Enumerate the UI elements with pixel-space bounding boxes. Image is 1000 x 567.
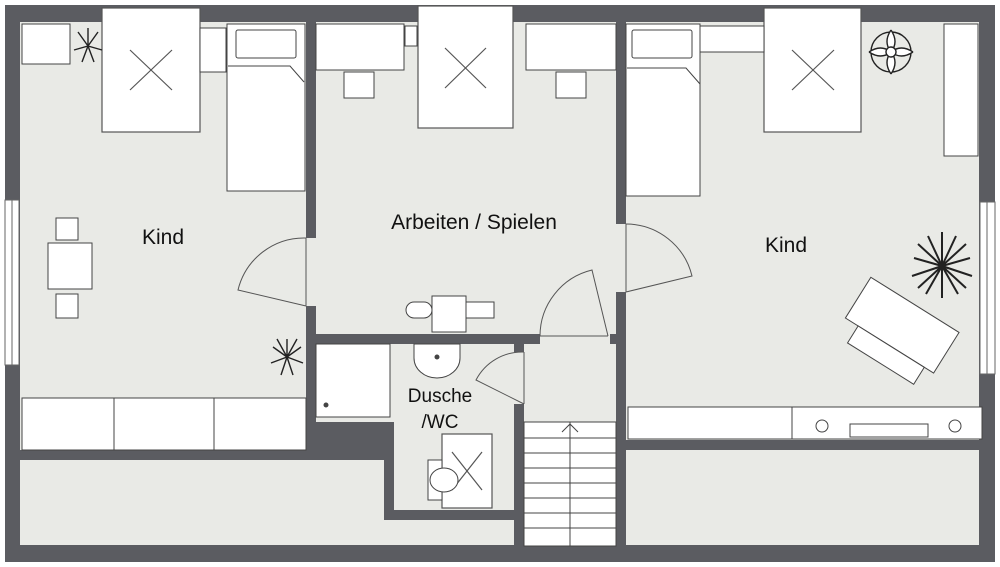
shelf-middle xyxy=(404,25,418,47)
chair-icon xyxy=(555,71,587,99)
table-icon xyxy=(47,217,93,319)
furniture-right xyxy=(625,23,983,440)
room-label-kind-left: Kind xyxy=(142,226,184,249)
opening-left-door xyxy=(304,238,318,306)
skylight-icon xyxy=(417,5,514,129)
cabinet-bottom-left xyxy=(21,397,307,451)
opening-bath-door xyxy=(512,352,526,404)
room-label-work-play: Arbeiten / Spielen xyxy=(391,211,557,234)
shower-icon xyxy=(315,343,391,418)
skylights xyxy=(101,5,862,509)
chair-icon xyxy=(55,217,79,241)
shelf-top-left-2 xyxy=(199,27,227,73)
plant-icon xyxy=(911,232,973,298)
opening-right-door xyxy=(614,224,628,292)
shelf-top-left xyxy=(21,23,71,65)
door-swing-icon[interactable] xyxy=(539,269,609,337)
desk-icon xyxy=(315,23,405,71)
room-label-shower-line2: /WC xyxy=(422,412,459,433)
skylight-icon xyxy=(101,7,201,133)
room-labels: Kind Arbeiten / Spielen Kind Dusche /WC xyxy=(142,211,807,433)
room-label-shower-line1: Dusche xyxy=(408,386,472,407)
sideboard-right xyxy=(627,406,983,440)
door-swing-icon[interactable] xyxy=(237,237,307,307)
door-swing-icon[interactable] xyxy=(475,351,525,405)
door-swing-icon[interactable] xyxy=(625,223,693,293)
toilet-icon xyxy=(405,295,495,333)
door-openings xyxy=(304,224,628,404)
floor-bottom-right xyxy=(626,450,979,545)
door-swings xyxy=(237,223,693,405)
chair-icon xyxy=(343,71,375,99)
sink-icon xyxy=(413,343,461,379)
bathroom-fixtures xyxy=(315,343,461,501)
opening-hall-door xyxy=(540,330,610,346)
windows xyxy=(4,199,996,375)
plant-icon xyxy=(270,338,304,376)
desk-icon xyxy=(525,23,617,71)
bed-icon xyxy=(226,23,306,192)
stairs-icon[interactable] xyxy=(523,421,617,547)
plants xyxy=(73,28,973,376)
floor-bottom-mid xyxy=(384,520,514,545)
chair-icon xyxy=(55,293,79,319)
skylight-icon xyxy=(763,7,862,133)
shelf-top-right xyxy=(699,25,765,53)
furniture-middle xyxy=(315,23,617,333)
toilet-icon xyxy=(427,459,459,501)
plant-icon xyxy=(868,29,914,75)
wardrobe-right xyxy=(943,23,979,157)
floor-bottom-left xyxy=(20,460,384,545)
bed-icon xyxy=(625,23,701,197)
room-label-kind-right: Kind xyxy=(765,234,807,257)
plant-icon xyxy=(73,28,103,63)
lounge-chair-icon xyxy=(844,276,960,385)
furniture-left xyxy=(21,23,307,451)
